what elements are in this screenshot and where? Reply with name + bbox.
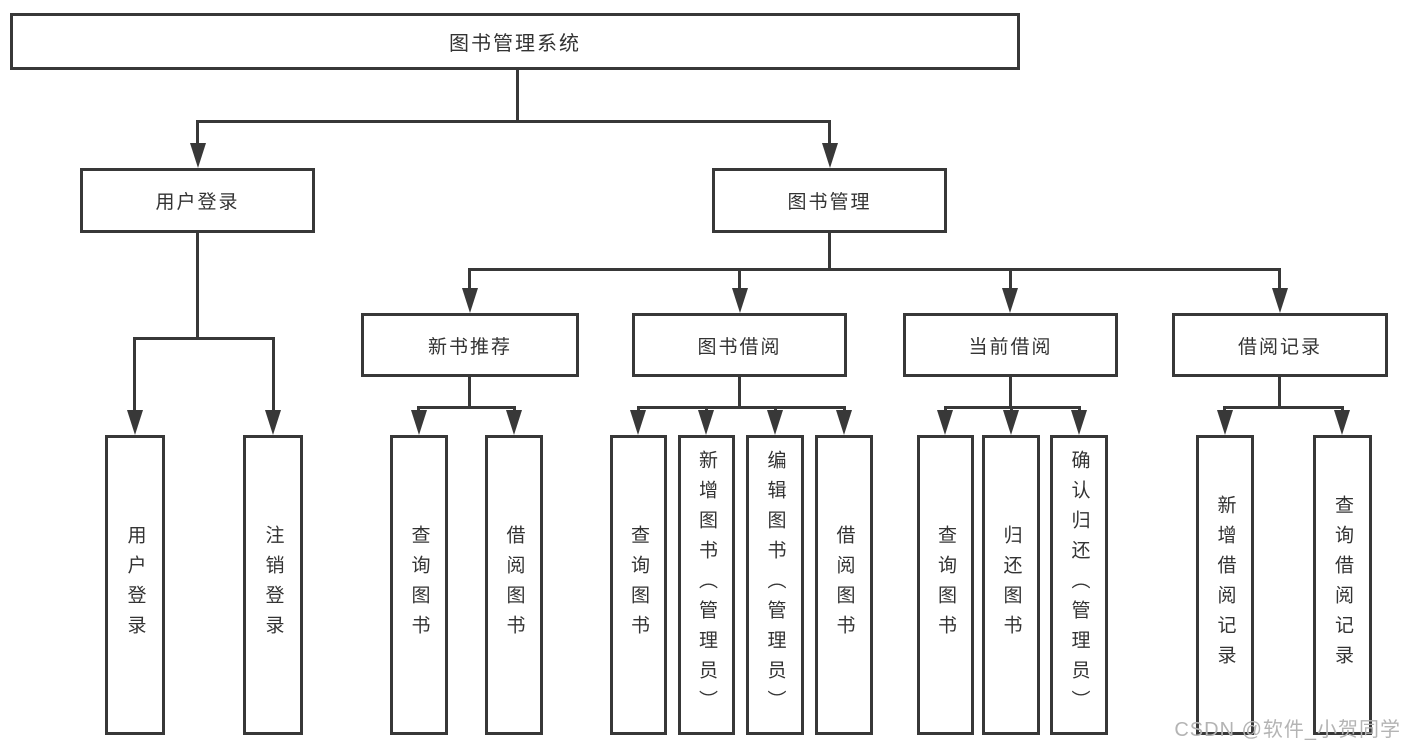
connector-line	[196, 120, 199, 148]
connector-line	[637, 406, 846, 409]
leaf-recommend-query-book: 查询图书	[390, 435, 448, 735]
node-root-label: 图书管理系统	[449, 33, 581, 55]
connector-line	[1278, 268, 1281, 293]
leaf-logout-label: 注销登录	[262, 525, 284, 645]
arrowhead-icon	[1002, 288, 1018, 313]
connector-line	[272, 337, 275, 412]
connector-line	[133, 337, 275, 340]
leaf-add-borrow-record: 新增借阅记录	[1196, 435, 1254, 735]
leaf-current-query-book-label: 查询图书	[935, 525, 956, 645]
connector-line	[417, 406, 516, 409]
node-new-book-recommend: 新书推荐	[361, 313, 579, 377]
node-borrow-record-label: 借阅记录	[1237, 336, 1322, 358]
arrowhead-icon	[1334, 410, 1350, 435]
csdn-watermark: CSDN @软件_小贺同学	[1174, 719, 1401, 741]
connector-line	[516, 70, 519, 120]
leaf-return-book: 归还图书	[982, 435, 1040, 735]
leaf-current-query-book: 查询图书	[917, 435, 974, 735]
leaf-confirm-return-admin: 确认归还（管理员）	[1050, 435, 1108, 735]
leaf-query-borrow-record: 查询借阅记录	[1313, 435, 1372, 735]
leaf-recommend-borrow-book: 借阅图书	[485, 435, 543, 735]
node-book-borrow-label: 图书借阅	[697, 336, 782, 358]
connector-line	[468, 377, 471, 407]
leaf-recommend-borrow-book-label: 借阅图书	[503, 525, 525, 645]
connector-line	[468, 268, 471, 293]
leaf-user-login: 用户登录	[105, 435, 165, 735]
arrowhead-icon	[698, 410, 714, 435]
arrowhead-icon	[411, 410, 427, 435]
node-book-management: 图书管理	[712, 168, 947, 233]
node-user-login: 用户登录	[80, 168, 315, 233]
leaf-add-borrow-record-label: 新增借阅记录	[1214, 495, 1236, 675]
connector-line	[1278, 377, 1281, 407]
arrowhead-icon	[836, 410, 852, 435]
arrowhead-icon	[462, 288, 478, 313]
connector-line	[196, 233, 199, 337]
leaf-recommend-query-book-label: 查询图书	[408, 525, 430, 645]
arrowhead-icon	[1272, 288, 1288, 313]
arrowhead-icon	[1071, 410, 1087, 435]
leaf-query-borrow-record-label: 查询借阅记录	[1332, 495, 1353, 675]
arrowhead-icon	[265, 410, 281, 435]
arrowhead-icon	[937, 410, 953, 435]
leaf-logout: 注销登录	[243, 435, 303, 735]
connector-line	[1009, 377, 1012, 407]
arrowhead-icon	[1217, 410, 1233, 435]
arrowhead-icon	[732, 288, 748, 313]
leaf-borrow-query-book: 查询图书	[610, 435, 667, 735]
leaf-borrow-borrow-book: 借阅图书	[815, 435, 873, 735]
arrowhead-icon	[190, 143, 206, 168]
node-new-book-recommend-label: 新书推荐	[427, 336, 512, 358]
connector-line	[1009, 268, 1012, 293]
leaf-confirm-return-admin-label: 确认归还（管理员）	[1068, 450, 1090, 720]
node-user-login-label: 用户登录	[155, 192, 240, 213]
connector-line	[738, 268, 741, 293]
connector-line	[738, 377, 741, 407]
node-current-borrow-label: 当前借阅	[968, 336, 1053, 358]
node-borrow-record: 借阅记录	[1172, 313, 1388, 377]
leaf-add-book-admin-label: 新增图书（管理员）	[696, 450, 717, 720]
node-current-borrow: 当前借阅	[903, 313, 1118, 377]
connector-line	[1223, 406, 1344, 409]
leaf-borrow-borrow-book-label: 借阅图书	[833, 525, 855, 645]
connector-line	[828, 120, 831, 148]
connector-line	[133, 337, 136, 412]
arrowhead-icon	[822, 143, 838, 168]
leaf-edit-book-admin: 编辑图书（管理员）	[746, 435, 804, 735]
connector-line	[468, 268, 1281, 271]
leaf-user-login-label: 用户登录	[124, 525, 146, 645]
arrowhead-icon	[630, 410, 646, 435]
leaf-edit-book-admin-label: 编辑图书（管理员）	[764, 450, 786, 720]
arrowhead-icon	[1003, 410, 1019, 435]
arrowhead-icon	[767, 410, 783, 435]
arrowhead-icon	[506, 410, 522, 435]
node-root: 图书管理系统	[10, 13, 1020, 70]
arrowhead-icon	[127, 410, 143, 435]
node-book-borrow: 图书借阅	[632, 313, 847, 377]
node-book-management-label: 图书管理	[787, 192, 872, 213]
connector-line	[828, 233, 831, 268]
leaf-add-book-admin: 新增图书（管理员）	[678, 435, 735, 735]
leaf-return-book-label: 归还图书	[1000, 525, 1022, 645]
leaf-borrow-query-book-label: 查询图书	[628, 525, 649, 645]
connector-line	[196, 120, 831, 123]
